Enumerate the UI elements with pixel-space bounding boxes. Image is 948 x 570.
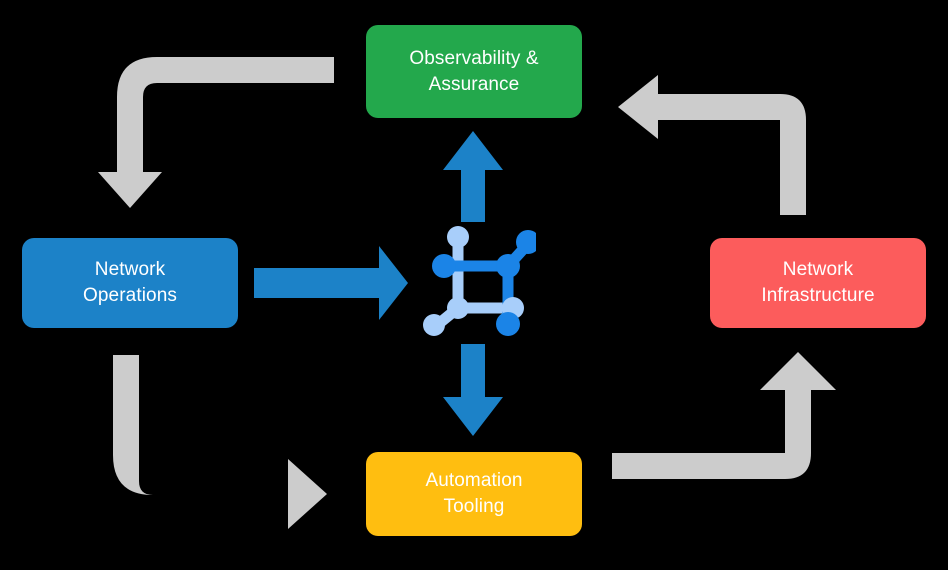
- arrow-observability-to-operations: [98, 57, 334, 208]
- node-network-infrastructure[interactable]: Network Infrastructure: [710, 238, 926, 328]
- network-nodes-primary: [432, 230, 536, 336]
- arrow-automation-to-infrastructure: [612, 352, 836, 479]
- arrow-infrastructure-to-observability: [618, 75, 806, 215]
- network-links-secondary: [430, 232, 520, 332]
- network-nodes-secondary: [423, 226, 524, 336]
- arrow-operations-to-center: [254, 246, 408, 320]
- arrow-center-to-automation: [443, 344, 503, 436]
- arrow-center-to-observability: [443, 131, 503, 222]
- node-network-operations[interactable]: Network Operations: [22, 238, 238, 328]
- arrow-operations-to-automation: [113, 355, 327, 529]
- node-automation-tooling[interactable]: Automation Tooling: [366, 452, 582, 536]
- node-observability-assurance[interactable]: Observability & Assurance: [366, 25, 582, 118]
- network-topology-icon: [423, 226, 536, 336]
